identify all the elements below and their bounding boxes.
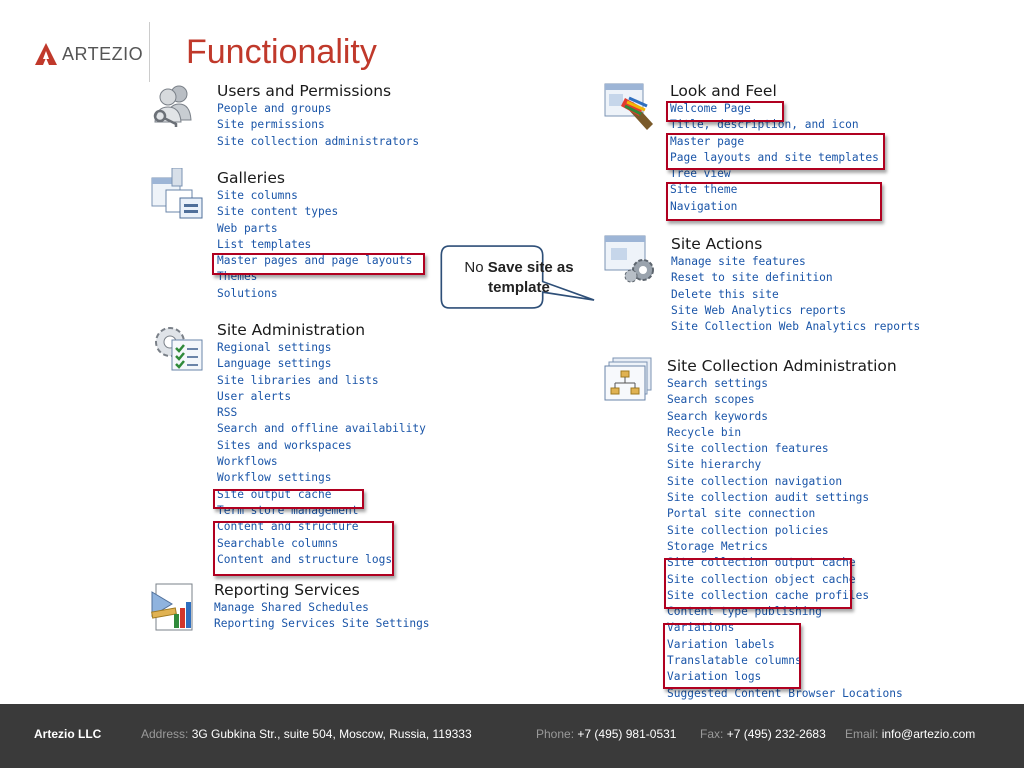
site-administration-section: Site Administration Regional settings La… — [217, 320, 426, 568]
site-actions-title: Site Actions — [671, 235, 763, 253]
footer-fax: Fax: +7 (495) 232-2683 — [700, 727, 826, 741]
users-permissions-section: Users and Permissions People and groups … — [217, 81, 419, 150]
site-administration-icon — [155, 327, 203, 371]
link-site-columns[interactable]: Site columns — [217, 189, 298, 202]
link-variation-labels[interactable]: Variation labels — [667, 637, 775, 651]
reporting-services-title: Reporting Services — [214, 581, 360, 599]
link-searchable-columns[interactable]: Searchable columns — [217, 536, 339, 550]
link-variations[interactable]: Variations — [667, 621, 735, 635]
site-actions-icon — [604, 235, 654, 283]
link-site-collection-audit-settings[interactable]: Site collection audit settings — [667, 491, 870, 505]
reporting-services-section: Reporting Services Manage Shared Schedul… — [214, 580, 430, 633]
galleries-title: Galleries — [217, 169, 285, 187]
site-actions-section: Site Actions Manage site features Reset … — [671, 234, 920, 335]
link-sites-workspaces[interactable]: Sites and workspaces — [217, 438, 352, 452]
link-site-web-analytics-reports[interactable]: Site Web Analytics reports — [671, 303, 847, 317]
link-regional-settings[interactable]: Regional settings — [217, 341, 332, 354]
link-master-page[interactable]: Master page — [670, 134, 745, 148]
footer — [0, 704, 1024, 768]
link-manage-shared-schedules[interactable]: Manage Shared Schedules — [214, 601, 369, 614]
link-site-libraries-lists[interactable]: Site libraries and lists — [217, 373, 379, 387]
link-site-permissions[interactable]: Site permissions — [217, 118, 325, 132]
link-master-pages-page-layouts[interactable]: Master pages and page layouts — [217, 254, 413, 268]
link-title-description-icon[interactable]: Title, description, and icon — [670, 118, 859, 132]
users-permissions-title: Users and Permissions — [217, 82, 392, 100]
site-collection-administration-section: Site Collection Administration Search se… — [667, 356, 903, 702]
link-site-collection-web-analytics-reports[interactable]: Site Collection Web Analytics reports — [671, 320, 921, 334]
link-workflows[interactable]: Workflows — [217, 455, 278, 469]
logo-text: ARTEZIO — [62, 43, 144, 64]
callout-bold: Save site as template — [487, 259, 574, 296]
link-content-type-publishing[interactable]: Content type publishing — [667, 605, 822, 619]
link-search-settings[interactable]: Search settings — [667, 377, 769, 390]
link-language-settings[interactable]: Language settings — [217, 357, 332, 371]
link-tree-view[interactable]: Tree view — [670, 167, 731, 181]
link-translatable-columns[interactable]: Translatable columns — [667, 654, 802, 668]
link-welcome-page[interactable]: Welcome Page — [670, 102, 751, 115]
link-storage-metrics[interactable]: Storage Metrics — [667, 539, 769, 553]
callout-bubble — [440, 245, 595, 309]
link-reporting-services-site-settings[interactable]: Reporting Services Site Settings — [214, 617, 430, 631]
site-collection-administration-icon — [604, 357, 652, 401]
link-site-collection-administrators[interactable]: Site collection administrators — [217, 134, 420, 148]
link-people-groups[interactable]: People and groups — [217, 102, 332, 115]
reporting-services-icon — [151, 583, 193, 631]
link-search-keywords[interactable]: Search keywords — [667, 409, 769, 423]
link-site-collection-object-cache[interactable]: Site collection object cache — [667, 572, 856, 586]
link-suggested-content-browser-locations[interactable]: Suggested Content Browser Locations — [667, 686, 903, 700]
link-manage-site-features[interactable]: Manage site features — [671, 255, 806, 268]
footer-company: Artezio LLC — [34, 727, 102, 741]
link-content-structure[interactable]: Content and structure — [217, 520, 359, 534]
galleries-icon — [151, 168, 203, 219]
callout-text: No Save site as template — [452, 258, 586, 298]
link-rss[interactable]: RSS — [217, 406, 238, 420]
link-content-structure-logs[interactable]: Content and structure logs — [217, 552, 393, 566]
footer-address: Address: 3G Gubkina Str., suite 504, Mos… — [141, 727, 472, 741]
link-navigation[interactable]: Navigation — [670, 199, 738, 213]
link-variation-logs[interactable]: Variation logs — [667, 670, 762, 684]
footer-email[interactable]: Email: info@artezio.com — [845, 727, 976, 741]
link-site-content-types[interactable]: Site content types — [217, 205, 339, 219]
users-icon — [153, 85, 192, 127]
link-reset-site-definition[interactable]: Reset to site definition — [671, 271, 833, 285]
artezio-logo-icon — [35, 43, 57, 65]
header-divider — [149, 22, 150, 82]
site-administration-title: Site Administration — [217, 321, 366, 339]
link-user-alerts[interactable]: User alerts — [217, 389, 292, 403]
link-site-collection-navigation[interactable]: Site collection navigation — [667, 474, 843, 488]
look-and-feel-icon — [604, 83, 653, 130]
link-site-collection-features[interactable]: Site collection features — [667, 442, 829, 456]
link-site-collection-output-cache[interactable]: Site collection output cache — [667, 556, 856, 570]
link-site-theme[interactable]: Site theme — [670, 183, 738, 197]
look-and-feel-section: Look and Feel Welcome Page Title, descri… — [670, 81, 879, 215]
link-search-scopes[interactable]: Search scopes — [667, 393, 755, 407]
link-portal-site-connection[interactable]: Portal site connection — [667, 507, 816, 521]
link-list-templates[interactable]: List templates — [217, 237, 312, 251]
link-term-store-management[interactable]: Term store management — [217, 503, 359, 517]
site-collection-administration-title: Site Collection Administration — [667, 357, 897, 375]
link-workflow-settings[interactable]: Workflow settings — [217, 471, 332, 485]
artezio-logo: ARTEZIO — [34, 40, 143, 68]
link-site-collection-policies[interactable]: Site collection policies — [667, 523, 829, 537]
callout-prefix: No — [464, 259, 488, 276]
link-site-hierarchy[interactable]: Site hierarchy — [667, 458, 762, 472]
link-recycle-bin[interactable]: Recycle bin — [667, 425, 742, 439]
galleries-section: Galleries Site columns Site content type… — [217, 168, 412, 302]
link-solutions[interactable]: Solutions — [217, 286, 278, 300]
link-themes[interactable]: Themes — [217, 270, 258, 284]
link-delete-site[interactable]: Delete this site — [671, 287, 779, 301]
footer-phone: Phone: +7 (495) 981-0531 — [536, 727, 677, 741]
link-web-parts[interactable]: Web parts — [217, 221, 278, 235]
look-and-feel-title: Look and Feel — [670, 82, 777, 100]
link-search-offline-availability[interactable]: Search and offline availability — [217, 422, 426, 436]
page-title: Functionality — [186, 33, 377, 71]
link-page-layouts-site-templates[interactable]: Page layouts and site templates — [670, 150, 879, 164]
link-site-collection-cache-profiles[interactable]: Site collection cache profiles — [667, 588, 870, 602]
link-site-output-cache[interactable]: Site output cache — [217, 487, 332, 501]
